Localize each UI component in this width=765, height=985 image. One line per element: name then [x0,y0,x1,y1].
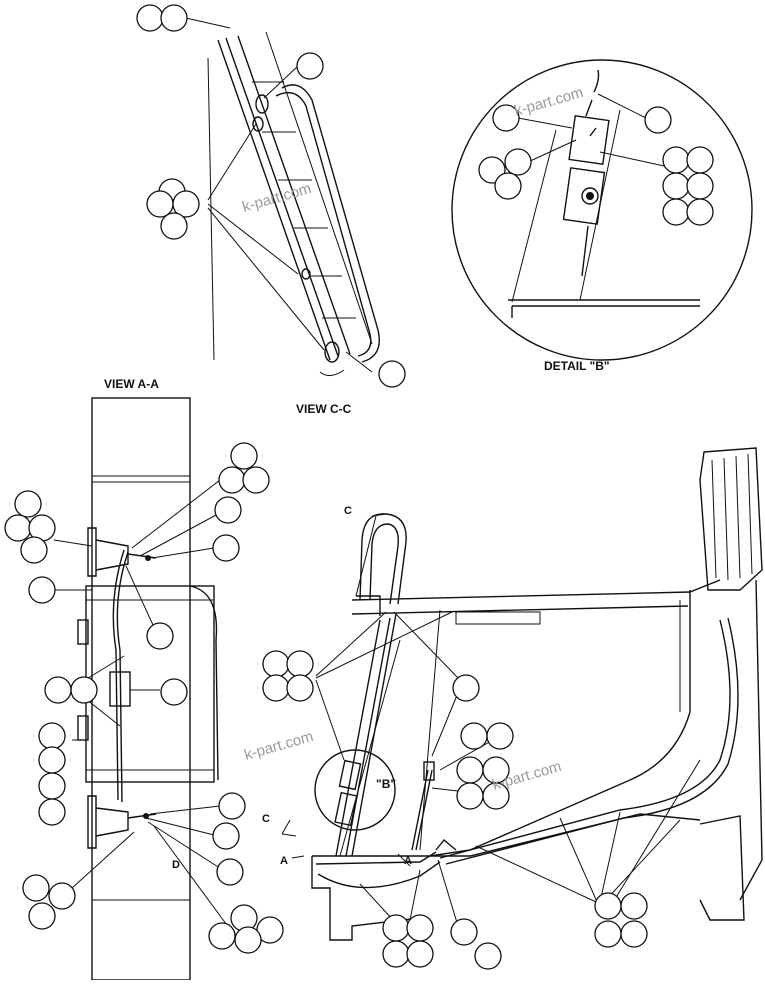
callout-bubble [216,858,244,886]
callout-bubble [4,514,32,542]
callout-bubble [456,782,484,810]
callout-bubble [262,650,290,678]
view-aa-drawing [77,397,219,981]
section-marker-d: D [172,859,180,871]
callout-bubble [218,466,246,494]
watermark-text: k-part.com [242,728,315,764]
callout-bubble [406,914,434,942]
callout-bubble [504,148,532,176]
watermark-text: k-part.com [512,84,585,120]
view-cc-handrail-drawing [207,31,380,376]
callout-bubble [686,198,714,226]
callout-bubble [594,920,622,948]
callout-bubble [160,4,188,32]
callout-bubble [38,772,66,800]
callout-bubble [486,722,514,750]
callout-bubble [662,172,690,200]
callout-bubble [212,822,240,850]
cab-structure-drawing [311,447,763,941]
callout-bubbles [4,4,714,970]
callout-bubble [620,892,648,920]
callout-bubble [230,442,258,470]
callout-bubble [286,674,314,702]
callout-bubble [172,190,200,218]
callout-bubble [44,676,72,704]
callout-bubble [452,674,480,702]
view-cc-leader-lines [185,17,373,373]
callout-bubble [38,722,66,750]
view-aa-label: VIEW A-A [104,377,159,391]
section-marker-c-top: C [344,505,352,517]
callout-bubble [456,756,484,784]
view-cc-label: VIEW C-C [296,402,352,416]
detail-b-label: DETAIL "B" [544,359,610,373]
callout-bubble [296,52,324,80]
detail-b-drawing [451,59,753,361]
callout-bubble [160,678,188,706]
callout-bubble [686,172,714,200]
callout-bubble [70,676,98,704]
callout-bubble [234,926,262,954]
callout-bubble [38,798,66,826]
callout-bubble [406,940,434,968]
section-marker-a-right: A [404,855,412,867]
callout-bubble [20,536,48,564]
callout-bubble [48,882,76,910]
callout-bubble [212,534,240,562]
callout-bubble [644,106,672,134]
callout-bubble [620,920,648,948]
callout-bubble [146,190,174,218]
callout-bubble [482,782,510,810]
callout-bubble [22,874,50,902]
callout-bubble [662,198,690,226]
callout-bubble [28,902,56,930]
callout-bubble [262,674,290,702]
callout-bubble [460,722,488,750]
callout-bubble [286,650,314,678]
callout-bubble [450,918,478,946]
callout-bubble [662,146,690,174]
callout-bubble [378,360,406,388]
callout-bubble [474,942,502,970]
callout-bubble [382,914,410,942]
section-c-cut-lines [281,513,411,867]
watermark-text: k-part.com [240,180,313,216]
callout-bubble [146,622,174,650]
callout-bubble [14,490,42,518]
callout-bubble [28,576,56,604]
callout-bubble [492,104,520,132]
callout-bubble [214,496,242,524]
callout-bubble [208,922,236,950]
detail-b-leader-lines [517,93,665,167]
callout-bubble [38,746,66,774]
callout-bubble [160,212,188,240]
callout-bubble [242,466,270,494]
callout-bubble [218,792,246,820]
view-aa-leader-lines [53,479,233,933]
callout-bubble [136,4,164,32]
section-marker-c-bottom: C [262,813,270,825]
callout-bubble [494,172,522,200]
callout-bubble [382,940,410,968]
callout-b-label: "B" [376,777,396,791]
callout-bubble [594,892,622,920]
section-marker-a-left: A [280,855,288,867]
callout-bubble [686,146,714,174]
